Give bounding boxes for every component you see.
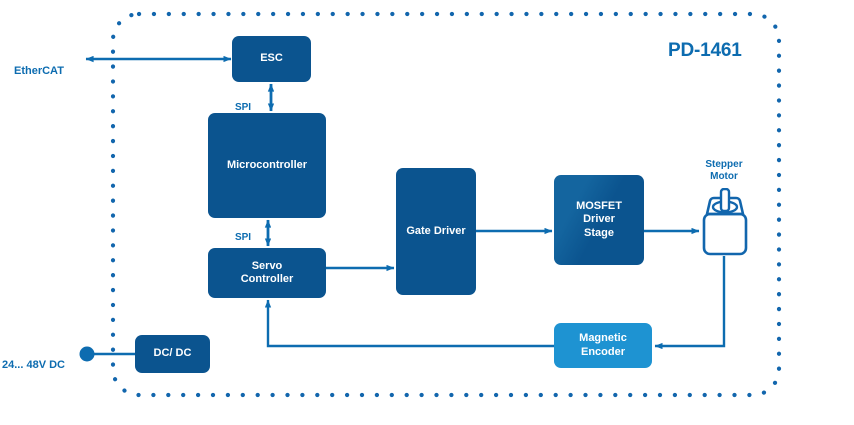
block-gate-driver[interactable]: Gate Driver (396, 168, 476, 295)
block-magnetic-encoder[interactable]: Magnetic Encoder (554, 323, 652, 368)
label-spi-mcu-servo-text: SPI (234, 231, 252, 243)
label-power-input-text: 24... 48V DC (2, 358, 65, 371)
label-spi-esc-mcu: SPI (228, 90, 258, 114)
label-power-input: 24... 48V DC (2, 346, 80, 372)
wire-stepper-motor-encoder (654, 256, 726, 350)
block-servo-controller[interactable]: Servo Controller (208, 248, 326, 298)
block-esc-label: ESC (260, 52, 283, 65)
wire-encoder-servo-controller (264, 299, 554, 348)
block-microcontroller-label: Microcontroller (226, 158, 308, 171)
device-boundary-outline (110, 11, 782, 398)
block-esc[interactable]: ESC (232, 36, 311, 82)
label-spi-mcu-servo: SPI (228, 220, 258, 244)
block-mosfet-driver-stage[interactable]: MOSFET Driver Stage (554, 175, 644, 265)
block-gate-driver-label: Gate Driver (406, 224, 466, 237)
power-input-terminal (79, 346, 95, 362)
block-magnetic-encoder-label: Magnetic Encoder (579, 332, 627, 358)
page-title: PD-1461 (668, 40, 742, 61)
block-mosfet-driver-stage-label: MOSFET Driver Stage (576, 199, 622, 239)
label-stepper-motor-text: Stepper Motor (705, 158, 743, 182)
block-servo-controller-label: Servo Controller (240, 259, 294, 285)
block-microcontroller[interactable]: Microcontroller (208, 113, 326, 218)
stepper-motor-icon (697, 187, 753, 258)
block-dc-dc[interactable]: DC/ DC (135, 335, 210, 373)
block-dc-dc-label: DC/ DC (153, 347, 192, 360)
label-ethercat: EtherCAT (14, 52, 86, 78)
label-stepper-motor: Stepper Motor (688, 147, 760, 182)
label-spi-esc-mcu-text: SPI (234, 101, 252, 113)
label-ethercat-text: EtherCAT (14, 64, 64, 77)
